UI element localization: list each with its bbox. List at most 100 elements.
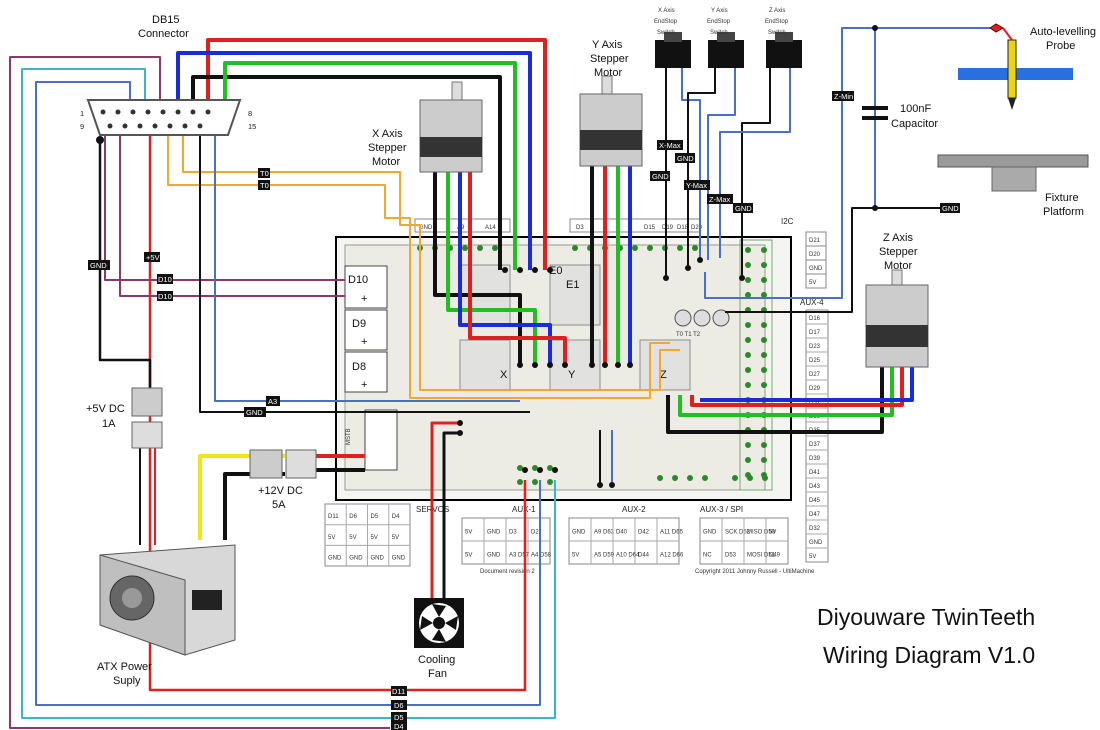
x-driver-label: X bbox=[500, 369, 508, 381]
header-cell: 5V bbox=[769, 530, 776, 536]
header-cell: A5 D59 bbox=[594, 553, 615, 559]
wire-tag-t0: T0 bbox=[260, 169, 269, 178]
aux4-pin: D39 bbox=[809, 456, 821, 462]
i2c-pin: GND bbox=[809, 266, 823, 272]
header-pin: A14 bbox=[485, 225, 496, 231]
header-cell: D4 bbox=[392, 514, 400, 520]
db15-pin-8: 8 bbox=[248, 109, 252, 118]
probe-label-1: Auto-levelling bbox=[1030, 26, 1096, 38]
wire-tag-gnd: GND bbox=[652, 172, 669, 181]
db15-label-2: Connector bbox=[138, 28, 189, 40]
e1-label: E1 bbox=[566, 279, 579, 291]
z-endstop-label-3: Switch bbox=[768, 30, 786, 36]
y-motor-label-1: Y Axis bbox=[592, 39, 623, 51]
wire-tag-gnd: GND bbox=[677, 154, 694, 163]
db15-label-1: DB15 bbox=[152, 14, 180, 26]
header-cell: 5V bbox=[349, 535, 356, 541]
y-endstop-label-3: Switch bbox=[710, 30, 728, 36]
header-cell: 5V bbox=[572, 553, 579, 559]
document-revision: Document revision 2 bbox=[480, 569, 535, 575]
header-cell: SCK D52 bbox=[725, 530, 751, 536]
header-pin: D3 bbox=[576, 225, 584, 231]
header-pin: GND bbox=[419, 225, 433, 231]
12v-label-2: 5A bbox=[272, 499, 286, 511]
aux4-pin: D32 bbox=[809, 526, 821, 532]
header-cell: A12 D66 bbox=[660, 553, 684, 559]
header-cell: 5V bbox=[465, 530, 472, 536]
y-endstop-switch: Y Axis EndStop Switch bbox=[707, 8, 744, 68]
header-cell: D6 bbox=[349, 514, 357, 520]
atx-power-supply: ATX Power Suply bbox=[97, 544, 236, 687]
12v-label-1: +12V DC bbox=[258, 485, 303, 497]
aux4-pin: D17 bbox=[809, 330, 821, 336]
aux4-pin: D27 bbox=[809, 372, 821, 378]
header-cell: MISO D50 bbox=[747, 530, 776, 536]
wire-tags: GND +5V D10 D10 T0 T0 A3 GND X-Max GND G… bbox=[88, 91, 960, 730]
aux4-pin: D41 bbox=[809, 470, 821, 476]
i2c-pin: D21 bbox=[809, 238, 821, 244]
header-cell: GND bbox=[572, 530, 586, 536]
header-cell: A9 D63 bbox=[594, 530, 615, 536]
aux4-pin: D45 bbox=[809, 498, 821, 504]
header-cell: GND bbox=[349, 555, 363, 561]
header-pin: D19 bbox=[662, 225, 674, 231]
plus-label: + bbox=[361, 336, 367, 348]
aux4-label: AUX-4 bbox=[800, 298, 824, 307]
e0-label: E0 bbox=[549, 265, 562, 277]
atx-label-1: ATX Power bbox=[97, 661, 152, 673]
x-motor-label-1: X Axis bbox=[372, 128, 403, 140]
fan-label-2: Fan bbox=[428, 668, 447, 680]
plus-label: + bbox=[361, 379, 367, 391]
header-cell: GND bbox=[487, 553, 501, 559]
wire-tag-xmax: X-Max bbox=[659, 141, 681, 150]
capacitor-label-2: Capacitor bbox=[891, 118, 938, 130]
wire-tag-gnd: GND bbox=[942, 204, 959, 213]
header-cell: MOSI D51 bbox=[747, 553, 776, 559]
y-driver-label: Y bbox=[568, 369, 576, 381]
x-endstop-switch: X Axis EndStop Switch bbox=[654, 8, 691, 68]
header-cell: A10 D64 bbox=[616, 553, 640, 559]
top-header: GND A9 A14 D3 D15 D19 D18 D20 bbox=[414, 218, 703, 233]
header-cell: GND bbox=[487, 530, 501, 536]
header-cell: 5V bbox=[392, 535, 399, 541]
fixture-label-1: Fixture bbox=[1045, 192, 1079, 204]
copyright-text: Copyright 2011 Johnny Russell - UltiMach… bbox=[695, 569, 815, 575]
header-cell: A11 D65 bbox=[660, 530, 684, 536]
wire-tag-t0: T0 bbox=[260, 181, 269, 190]
aux4-pin: D25 bbox=[809, 358, 821, 364]
z-stepper-motor: Z Axis Stepper Motor bbox=[865, 232, 929, 368]
z-driver-label: Z bbox=[660, 369, 667, 381]
capacitor: 100nF Capacitor bbox=[862, 103, 938, 130]
header-cell: 5V bbox=[371, 535, 378, 541]
header-pin: D20 bbox=[691, 225, 703, 231]
wire-tag-gnd: GND bbox=[90, 261, 107, 270]
aux4-pin: D37 bbox=[809, 442, 821, 448]
y-stepper-motor: Y Axis Stepper Motor bbox=[579, 39, 643, 167]
wire-tag-d10: D10 bbox=[158, 292, 172, 301]
y-motor-label-2: Stepper bbox=[590, 53, 629, 65]
x-motor-label-3: Motor bbox=[372, 156, 400, 168]
header-cell: D44 bbox=[638, 553, 650, 559]
y-endstop-label-2: EndStop bbox=[707, 19, 731, 25]
header-cell: D3 bbox=[509, 530, 517, 536]
wire-tag-d10: D10 bbox=[158, 275, 172, 284]
header-cell: GND bbox=[328, 555, 342, 561]
header-cell: D5 bbox=[371, 514, 379, 520]
db15-connector: DB15 Connector 1 9 8 15 bbox=[80, 14, 256, 136]
z-motor-label-2: Stepper bbox=[879, 246, 918, 258]
x-endstop-label-3: Switch bbox=[657, 30, 675, 36]
d8-terminal-label: D8 bbox=[352, 361, 366, 373]
5v-connector: +5V DC 1A bbox=[86, 387, 163, 449]
z-endstop-label-2: EndStop bbox=[765, 19, 789, 25]
5v-label-2: 1A bbox=[102, 418, 116, 430]
wire-tag-ymax: Y-Max bbox=[686, 181, 707, 190]
title-line-2: Wiring Diagram V1.0 bbox=[823, 642, 1035, 668]
wire-tag-gnd: GND bbox=[735, 204, 752, 213]
5v-label-1: +5V DC bbox=[86, 403, 125, 415]
fan-label-1: Cooling bbox=[418, 654, 455, 666]
z-endstop-switch: Z Axis EndStop Switch bbox=[765, 8, 802, 68]
